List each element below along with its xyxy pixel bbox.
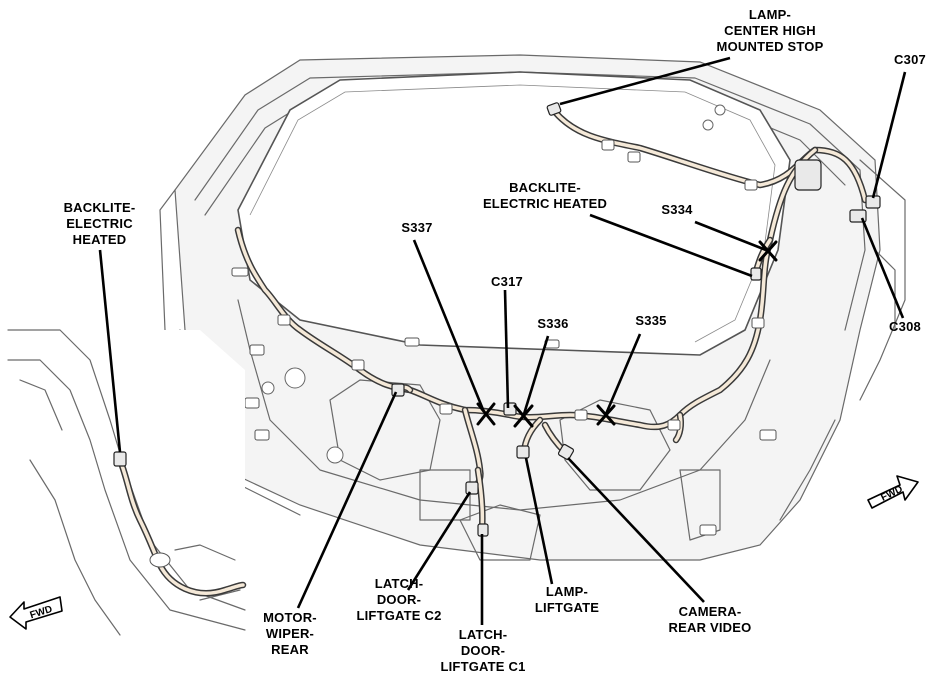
backlite-connector <box>750 267 762 281</box>
leader-lines <box>98 56 907 625</box>
splice-marks <box>476 240 778 428</box>
splice-s337-mark <box>476 402 496 426</box>
camera-connector <box>557 443 575 461</box>
inset-backlite-connector <box>113 451 127 467</box>
lamp-liftgate-connector <box>516 445 530 459</box>
label-c308: C308 <box>889 319 921 334</box>
label-s337: S337 <box>401 220 433 235</box>
label-motor-wiper: MOTOR- WIPER- REAR <box>263 610 317 657</box>
splice-s334-mark <box>758 240 778 262</box>
label-backlite-inset: BACKLITE- ELECTRIC HEATED <box>63 200 136 247</box>
fwd-arrow-right: FWD <box>867 475 919 509</box>
backlite-glass <box>237 71 791 356</box>
inset-view <box>7 329 247 640</box>
fwd-right-text: FWD <box>879 484 904 504</box>
label-backlite-main: BACKLITE- ELECTRIC HEATED <box>482 180 608 211</box>
label-lamp-liftgate: LAMP- LIFTGATE <box>534 584 600 615</box>
label-c317: C317 <box>491 274 523 289</box>
label-latch-c1: LATCH- DOOR- LIFTGATE C1 <box>440 627 526 674</box>
label-s334: S334 <box>661 202 693 217</box>
label-s335: S335 <box>635 313 667 328</box>
label-c307: C307 <box>894 52 926 67</box>
inner-panel <box>189 104 777 561</box>
label-lamp-chmsl: LAMP- CENTER HIGH MOUNTED STOP <box>716 7 824 54</box>
label-s336: S336 <box>537 316 569 331</box>
latch-c2-connector <box>465 481 479 495</box>
splice-s336-mark <box>513 404 534 428</box>
chmsl-connector <box>546 102 562 116</box>
splice-s335-mark <box>596 404 616 426</box>
label-camera: CAMERA- REAR VIDEO <box>668 604 752 635</box>
label-latch-c2: LATCH- DOOR- LIFTGATE C2 <box>356 576 442 623</box>
hinge-connector-block <box>794 159 822 191</box>
